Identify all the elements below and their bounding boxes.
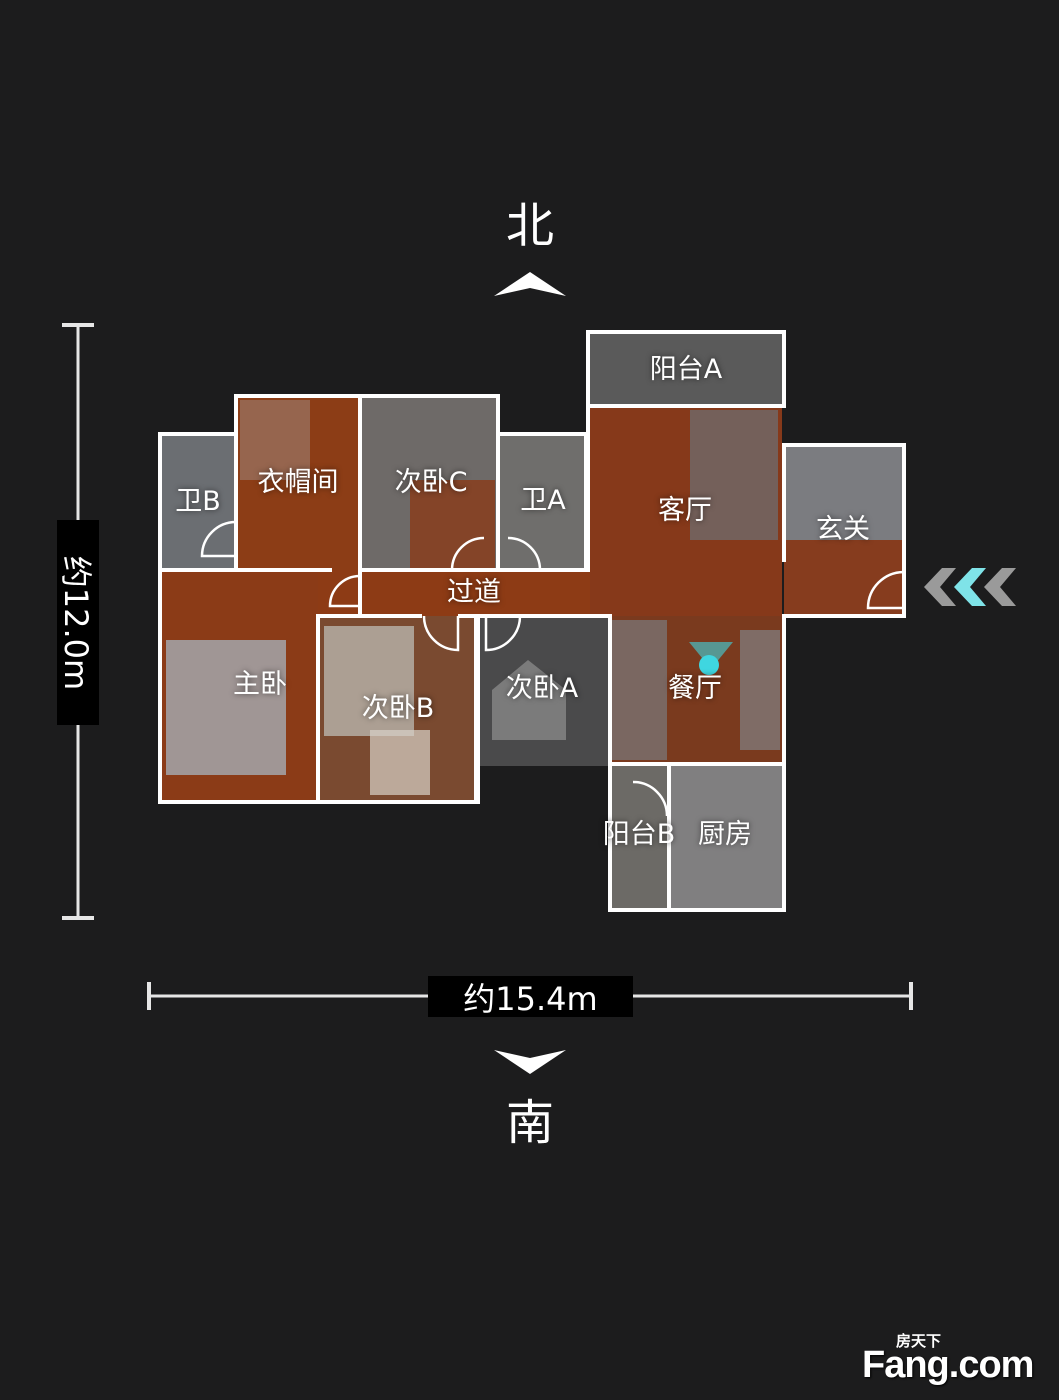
bath-b-floor (160, 434, 236, 570)
plan-watermark (492, 660, 566, 740)
room-label-kitchen[interactable]: 厨房 (698, 819, 752, 850)
room-label-cloakroom[interactable]: 衣帽间 (257, 467, 339, 498)
fang-logo-top-text: 房天下 (896, 1333, 942, 1350)
room-label-bath-a[interactable]: 卫A (520, 485, 566, 516)
height-dimension-label: 约12.0m (57, 520, 99, 725)
width-dimension-label: 约15.4m (428, 976, 633, 1018)
walls (158, 330, 906, 912)
entry-arrows-icon[interactable] (920, 566, 1030, 608)
room-label-balcony-a[interactable]: 阳台A (649, 354, 723, 385)
room-floors (160, 334, 904, 910)
north-arrow-icon[interactable] (490, 268, 570, 300)
room-label-second-bedroom-b[interactable]: 次卧B (361, 693, 435, 724)
room-label-living-room[interactable]: 客厅 (658, 495, 712, 526)
balcony-b-floor (610, 764, 668, 910)
north-label: 北 (505, 198, 554, 254)
room-label-master-bedroom[interactable]: 主卧 (233, 669, 287, 700)
room-label-balcony-b[interactable]: 阳台B (602, 819, 676, 850)
south-label: 南 (505, 1095, 554, 1151)
balcony-a-floor (590, 334, 782, 406)
room-label-second-bedroom-a[interactable]: 次卧A (505, 673, 579, 704)
second-bedroom-a-floor (478, 616, 610, 766)
fang-logo-main-text: Fang.com (862, 1344, 1034, 1386)
room-label-foyer[interactable]: 玄关 (816, 514, 870, 545)
doors (200, 520, 905, 817)
bath-a-floor (500, 434, 586, 570)
room-label-bath-b[interactable]: 卫B (175, 486, 221, 517)
fang-logo: 房天下 Fang.com (860, 1330, 1050, 1390)
south-arrow-icon[interactable] (490, 1046, 570, 1078)
room-label-dining-room[interactable]: 餐厅 (668, 673, 722, 704)
kitchen-floor (670, 764, 782, 910)
room-label-second-bedroom-c[interactable]: 次卧C (394, 467, 468, 498)
room-label-hallway[interactable]: 过道 (447, 577, 501, 608)
position-marker-icon[interactable] (689, 642, 733, 675)
